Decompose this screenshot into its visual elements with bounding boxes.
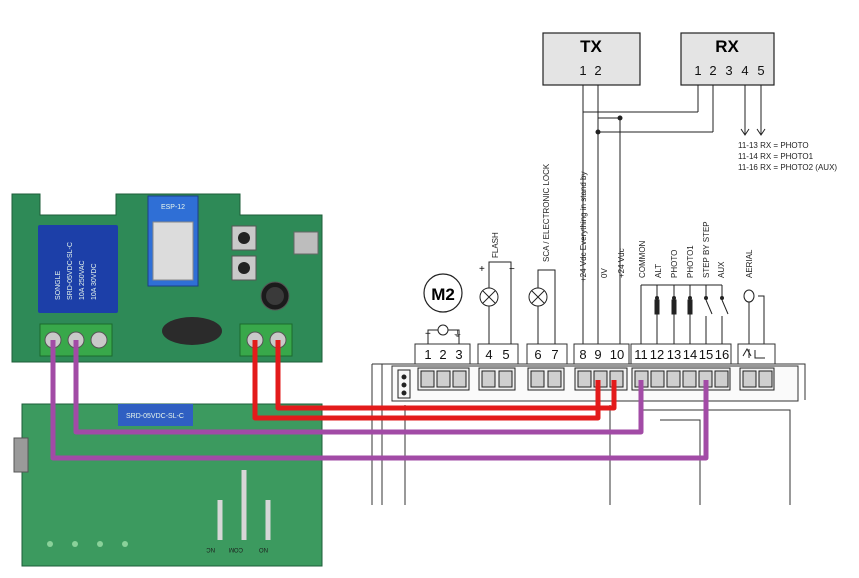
relay-text-1: SONGLE	[55, 270, 62, 300]
relay-board-top: SONGLE SRD-05VDC-SL-C 10A 250VAC 10A 30V…	[11, 193, 323, 363]
terminal-14: 14	[683, 347, 697, 362]
terminal-4: 4	[485, 347, 492, 362]
relay-sticker	[118, 404, 193, 426]
terminal-blocks	[397, 367, 775, 399]
purple-wire-step	[50, 340, 709, 461]
txrx-wiring	[582, 85, 766, 350]
flash-minus: −	[509, 264, 515, 275]
aerial-label: AERIAL	[745, 249, 754, 278]
silk-nc: NC	[206, 546, 215, 552]
rx-pin-4: 4	[741, 63, 748, 78]
terminal-7: 7	[551, 347, 558, 362]
rx-note-3: 11-16 RX = PHOTO2 (AUX)	[738, 163, 837, 172]
connection-wires	[50, 340, 709, 461]
aerial: AERIAL	[737, 249, 776, 365]
terminal-1: 1	[424, 347, 431, 362]
flash-label: FLASH	[491, 232, 500, 258]
rx-pin-3: 3	[725, 63, 732, 78]
silk-com: COM	[229, 546, 243, 552]
terminal-6: 6	[534, 347, 541, 362]
sca-lamp: SCA / ELECTRONIC LOCK	[528, 163, 556, 344]
rx-pin-2: 2	[709, 63, 716, 78]
terminal-12: 12	[650, 347, 664, 362]
red-wire-0v	[275, 340, 617, 411]
relay-board-bottom: SRD-05VDC-SL-C NC COM NO	[13, 403, 323, 567]
tx-unit: TX 1 2	[542, 32, 641, 86]
terminal-13: 13	[667, 347, 681, 362]
relay-sticker-text: SRD-05VDC-SL-C	[126, 413, 184, 420]
inductor-coil	[162, 317, 222, 345]
terminal-9: 9	[594, 347, 601, 362]
input-label-photo: PHOTO	[670, 250, 679, 278]
rx-note-2: 11-14 RX = PHOTO1	[738, 152, 814, 161]
bottom-usb-port	[13, 437, 29, 473]
terminal-11: 11	[634, 347, 648, 362]
input-label-aux: AUX	[717, 261, 726, 278]
input-label-step: STEP BY STEP	[702, 221, 711, 278]
terminal-numbers: 1 2 3 4 5 6 7 8 9 10 11 12 13 14 15 16	[414, 343, 732, 365]
supply-label-24v: +24 Vdc	[617, 248, 626, 278]
relay-text-2: SRD-05VDC-SL-C	[67, 242, 74, 300]
input-switches	[640, 284, 729, 344]
sca-label: SCA / ELECTRONIC LOCK	[542, 163, 551, 262]
input-label-alt: ALT	[654, 264, 663, 278]
rx-note-1: 11-13 RX = PHOTO	[738, 141, 809, 150]
wifi-module-label: ESP-12	[161, 204, 185, 211]
input-label-photo1: PHOTO1	[686, 245, 695, 278]
terminal-10: 10	[610, 347, 624, 362]
push-button-2	[231, 255, 257, 281]
red-wire-24v	[252, 340, 601, 421]
motor-label: M2	[431, 285, 455, 304]
silk-no: NO	[259, 546, 268, 552]
rx-title: RX	[715, 37, 739, 56]
supply-labels: +24 Vdc Everything in stand by 0V +24 Vd…	[579, 171, 626, 282]
rx-notes: 11-13 RX = PHOTO 11-14 RX = PHOTO1 11-16…	[738, 141, 837, 172]
relay-text-3: 10A 250VAC	[79, 260, 86, 300]
motor-m2: M2 + ⏚	[423, 273, 463, 344]
supply-label-0v: 0V	[600, 268, 609, 278]
motor-ground-icon: ⏚	[453, 329, 462, 339]
relay-component	[38, 225, 118, 313]
terminal-15: 15	[699, 347, 713, 362]
input-labels: COMMON ALT PHOTO PHOTO1 STEP BY STEP AUX	[638, 221, 726, 278]
terminal-2: 2	[439, 347, 446, 362]
tx-title: TX	[580, 37, 602, 56]
flash-lamp: + − FLASH	[479, 232, 515, 344]
tx-pin-2: 2	[594, 63, 601, 78]
purple-wire-common	[73, 340, 644, 435]
tx-pin-1: 1	[579, 63, 586, 78]
terminal-8: 8	[579, 347, 586, 362]
terminal-3: 3	[455, 347, 462, 362]
terminal-16: 16	[715, 347, 729, 362]
supply-label-standby: +24 Vdc Everything in stand by	[579, 171, 588, 282]
usb-port	[293, 231, 319, 255]
rx-unit: RX 1 2 3 4 5	[680, 32, 775, 86]
rx-pin-5: 5	[757, 63, 764, 78]
relay-text-4: 10A 30VDC	[91, 263, 98, 300]
input-label-common: COMMON	[638, 240, 647, 278]
rx-pin-1: 1	[694, 63, 701, 78]
flash-plus: +	[479, 264, 485, 275]
terminal-5: 5	[502, 347, 509, 362]
